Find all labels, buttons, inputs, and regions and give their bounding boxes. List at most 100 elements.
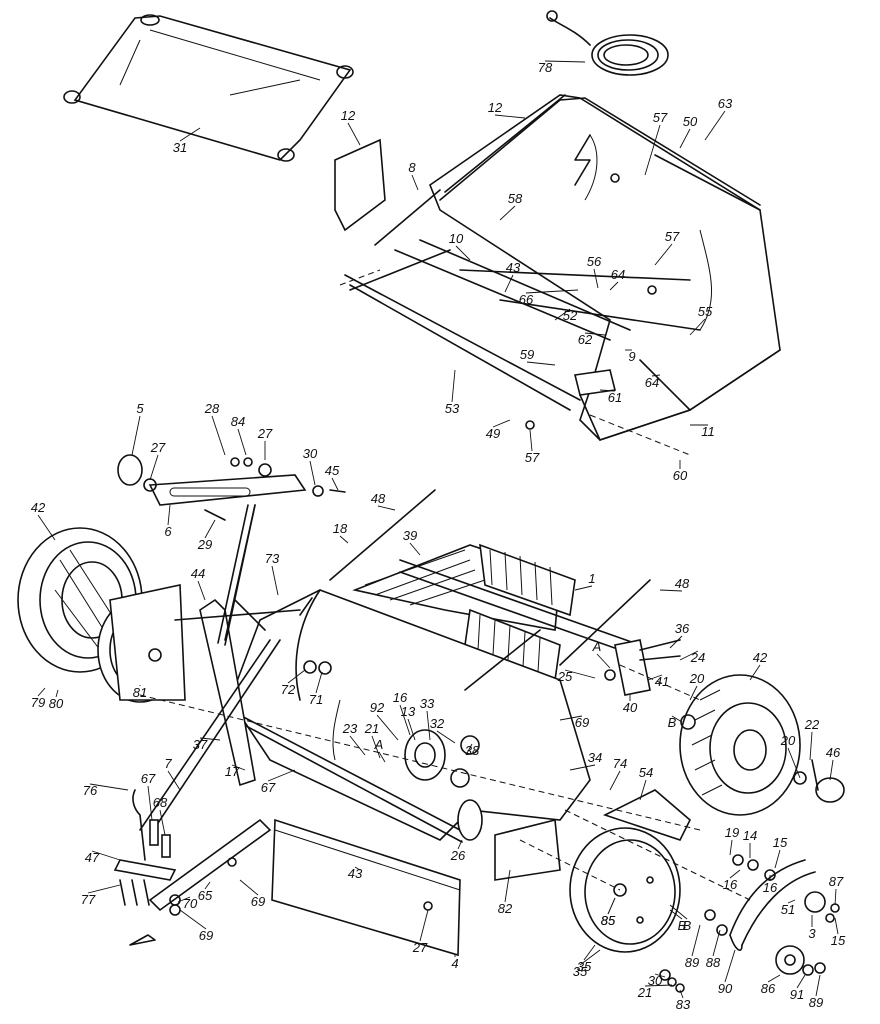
part-label: A <box>592 639 602 654</box>
part-label: 89 <box>809 995 823 1010</box>
part-label: 84 <box>231 414 245 429</box>
part-label: 55 <box>698 304 713 319</box>
part-label: 17 <box>225 764 240 779</box>
part-label: 27 <box>412 940 428 955</box>
leader-line <box>287 669 306 684</box>
part-label: 49 <box>486 426 500 441</box>
part-label: 83 <box>676 997 691 1012</box>
left-wheel <box>17 527 186 703</box>
part-label: 39 <box>403 528 417 543</box>
part-label: 56 <box>587 254 602 269</box>
leader-line <box>89 783 129 791</box>
part-label: 45 <box>325 463 340 478</box>
leader-line <box>179 909 207 930</box>
leader-line <box>525 289 579 294</box>
part-label: 12 <box>341 108 356 123</box>
leader-line <box>87 884 121 894</box>
leader-line <box>583 944 596 961</box>
part-label: 90 <box>718 981 733 996</box>
part-label: 21 <box>637 985 652 1000</box>
part-label: 29 <box>197 537 212 552</box>
height-lever <box>117 454 346 521</box>
part-label: 86 <box>761 981 776 996</box>
part-label: 13 <box>401 704 416 719</box>
leader-line <box>609 281 619 291</box>
leader-line <box>679 128 691 149</box>
leader-line <box>197 580 206 601</box>
gear-housing <box>494 789 691 953</box>
leader-line <box>787 899 796 904</box>
part-label: 57 <box>653 110 668 125</box>
leader-line <box>55 689 59 698</box>
part-label: 10 <box>449 231 464 246</box>
leader-line <box>426 710 431 741</box>
part-label: 34 <box>588 750 602 765</box>
leader-line <box>579 949 601 966</box>
leader-line <box>712 929 721 957</box>
rod-48-upper <box>329 489 436 581</box>
part-label: 33 <box>420 696 435 711</box>
leader-line <box>239 879 259 896</box>
leader-line <box>37 514 56 541</box>
leader-line <box>451 369 456 403</box>
leader-line <box>564 669 596 679</box>
part-label: B <box>678 918 687 933</box>
leader-line <box>654 243 673 266</box>
part-label: 57 <box>525 450 540 465</box>
leader-line <box>179 127 201 142</box>
part-label: 72 <box>281 682 296 697</box>
part-label: 16 <box>723 877 738 892</box>
part-label: 64 <box>611 267 625 282</box>
leader-line <box>349 735 366 756</box>
part-label: 5 <box>136 401 144 416</box>
leader-line <box>376 714 399 741</box>
leader-line <box>607 897 616 915</box>
leader-line <box>829 759 834 781</box>
part-label: 70 <box>183 896 198 911</box>
part-label: 20 <box>689 671 705 686</box>
part-label: 53 <box>445 401 460 416</box>
part-label: 43 <box>348 866 363 881</box>
leader-line <box>544 60 586 63</box>
part-label: 26 <box>450 848 466 863</box>
part-label: 51 <box>781 902 795 917</box>
part-label: 92 <box>370 700 385 715</box>
leader-line <box>679 650 699 661</box>
leader-line <box>409 542 421 556</box>
leader-line <box>199 737 221 741</box>
leader-line <box>651 374 661 377</box>
leader-line <box>767 974 781 983</box>
leader-line <box>689 318 706 336</box>
leader-line <box>455 245 471 261</box>
leader-line <box>147 785 153 821</box>
part-label: 35 <box>577 959 592 974</box>
leader-line <box>729 869 741 879</box>
part-label: 42 <box>31 500 46 515</box>
rod-48-lower <box>559 579 651 666</box>
part-label: 78 <box>538 60 553 75</box>
part-label: 85 <box>601 913 616 928</box>
leader-line <box>644 124 661 176</box>
leader-line <box>167 504 171 526</box>
part-label: 59 <box>520 347 534 362</box>
part-label: 67 <box>261 780 276 795</box>
part-label: 63 <box>718 96 733 111</box>
leader-line <box>167 770 181 791</box>
leader-line <box>584 332 606 336</box>
part-label: 15 <box>831 933 846 948</box>
leader-line <box>457 839 463 850</box>
part-label: 31 <box>173 140 187 155</box>
leader-line <box>679 989 684 999</box>
cord-coil <box>546 10 669 76</box>
leader-line <box>647 674 663 681</box>
part-label: 18 <box>333 521 348 536</box>
right-wheel <box>679 674 845 816</box>
leader-line <box>411 174 419 191</box>
part-label: B <box>683 918 692 933</box>
leader-line <box>309 460 316 486</box>
leader-line <box>465 743 473 756</box>
part-label: 4 <box>451 956 458 971</box>
part-label: 57 <box>665 229 680 244</box>
part-label: 62 <box>578 332 593 347</box>
leader-line <box>659 589 683 592</box>
